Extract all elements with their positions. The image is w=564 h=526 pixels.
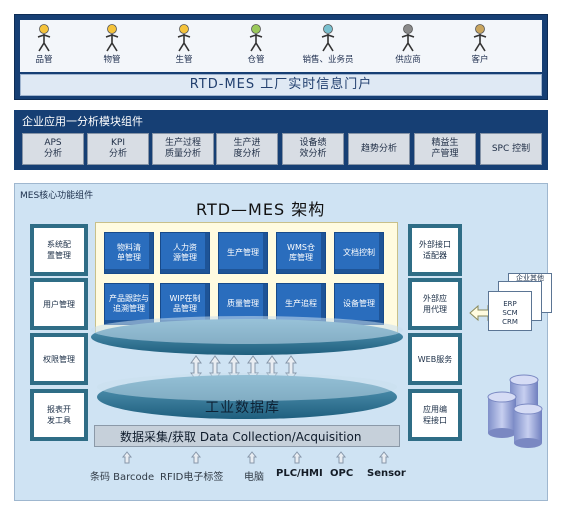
app-module-row1-2: 生产管理 — [218, 232, 268, 274]
right-module-2: WEB服务 — [408, 333, 462, 385]
data-source-3: PLC/HMI — [276, 468, 323, 479]
right-module-1: 外部应 用代理 — [408, 278, 462, 330]
data-collection-text: 数据采集/获取 Data Collection/Acquisition — [120, 430, 362, 444]
user-role-label: 仓管 — [247, 55, 265, 65]
portal-title: RTD-MES 工厂实时信息门户 — [20, 74, 542, 96]
analysis-module-4: 设备绩 效分析 — [282, 133, 344, 165]
data-collection-bar — [94, 425, 400, 447]
user-role-label: 物管 — [103, 55, 121, 65]
database-cylinders — [487, 374, 543, 448]
database-label: 工业数据库 — [205, 400, 280, 416]
data-source-5: Sensor — [367, 468, 406, 479]
user-role-label: 客户 — [471, 55, 489, 65]
core-title: MES核心功能组件 — [20, 191, 94, 201]
analysis-module-7: SPC 控制 — [480, 133, 542, 165]
left-module-1: 用户管理 — [30, 278, 88, 330]
analysis-module-0: APS 分析 — [22, 133, 84, 165]
app-module-row2-0: 产品跟踪与 追溯管理 — [104, 283, 154, 325]
architecture-title: RTD—MES 架构 — [196, 200, 326, 219]
database-disc-top — [97, 373, 397, 401]
analysis-title: 企业应用一分析模块组件 — [22, 115, 143, 128]
external-system-label: 企业其他 — [516, 274, 544, 282]
analysis-module-6: 精益生 产管理 — [414, 133, 476, 165]
user-role-3: 仓管 — [226, 24, 286, 65]
portal-users-area — [20, 20, 542, 72]
person-icon — [249, 24, 263, 52]
user-role-6: 客户 — [450, 24, 510, 65]
user-role-label: 供应商 — [395, 55, 421, 65]
person-icon — [177, 24, 191, 52]
user-role-0: 品管 — [14, 24, 74, 65]
data-source-0: 条码 Barcode — [90, 472, 155, 483]
data-source-1: RFID电子标签 — [160, 472, 224, 483]
user-role-label: 销售、业务员 — [302, 55, 354, 65]
left-module-3: 报表开 发工具 — [30, 389, 88, 441]
user-role-4: 销售、业务员 — [298, 24, 358, 65]
app-module-row2-4: 设备管理 — [334, 283, 384, 325]
upper-disc-top — [91, 316, 403, 344]
analysis-module-5: 趋势分析 — [348, 133, 410, 165]
person-icon — [37, 24, 51, 52]
external-system-card-front: ERP SCM CRM — [488, 291, 532, 331]
app-module-row1-0: 物料清 单管理 — [104, 232, 154, 274]
data-source-2: 电脑 — [244, 472, 264, 483]
user-role-label: 品管 — [35, 55, 53, 65]
left-module-0: 系统配 置管理 — [30, 224, 88, 276]
person-icon — [401, 24, 415, 52]
person-icon — [105, 24, 119, 52]
user-role-5: 供应商 — [378, 24, 438, 65]
analysis-module-3: 生产进 度分析 — [216, 133, 278, 165]
right-module-0: 外部接口 适配器 — [408, 224, 462, 276]
user-role-2: 生管 — [154, 24, 214, 65]
user-role-label: 生管 — [175, 55, 193, 65]
app-module-row1-4: 文档控制 — [334, 232, 384, 274]
user-role-1: 物管 — [82, 24, 142, 65]
analysis-module-1: KPI 分析 — [87, 133, 149, 165]
left-module-2: 权限管理 — [30, 333, 88, 385]
data-collection-label: 数据采集/获取 Data Collection/Acquisition — [120, 428, 361, 445]
app-module-row1-3: WMS仓 库管理 — [276, 232, 326, 274]
source-arrows — [121, 451, 390, 464]
person-icon — [473, 24, 487, 52]
analysis-module-2: 生产过程 质量分析 — [152, 133, 214, 165]
data-source-4: OPC — [330, 468, 354, 479]
person-icon — [321, 24, 335, 52]
right-module-3: 应用编 程接口 — [408, 389, 462, 441]
app-module-row1-1: 人力资 源管理 — [160, 232, 210, 274]
